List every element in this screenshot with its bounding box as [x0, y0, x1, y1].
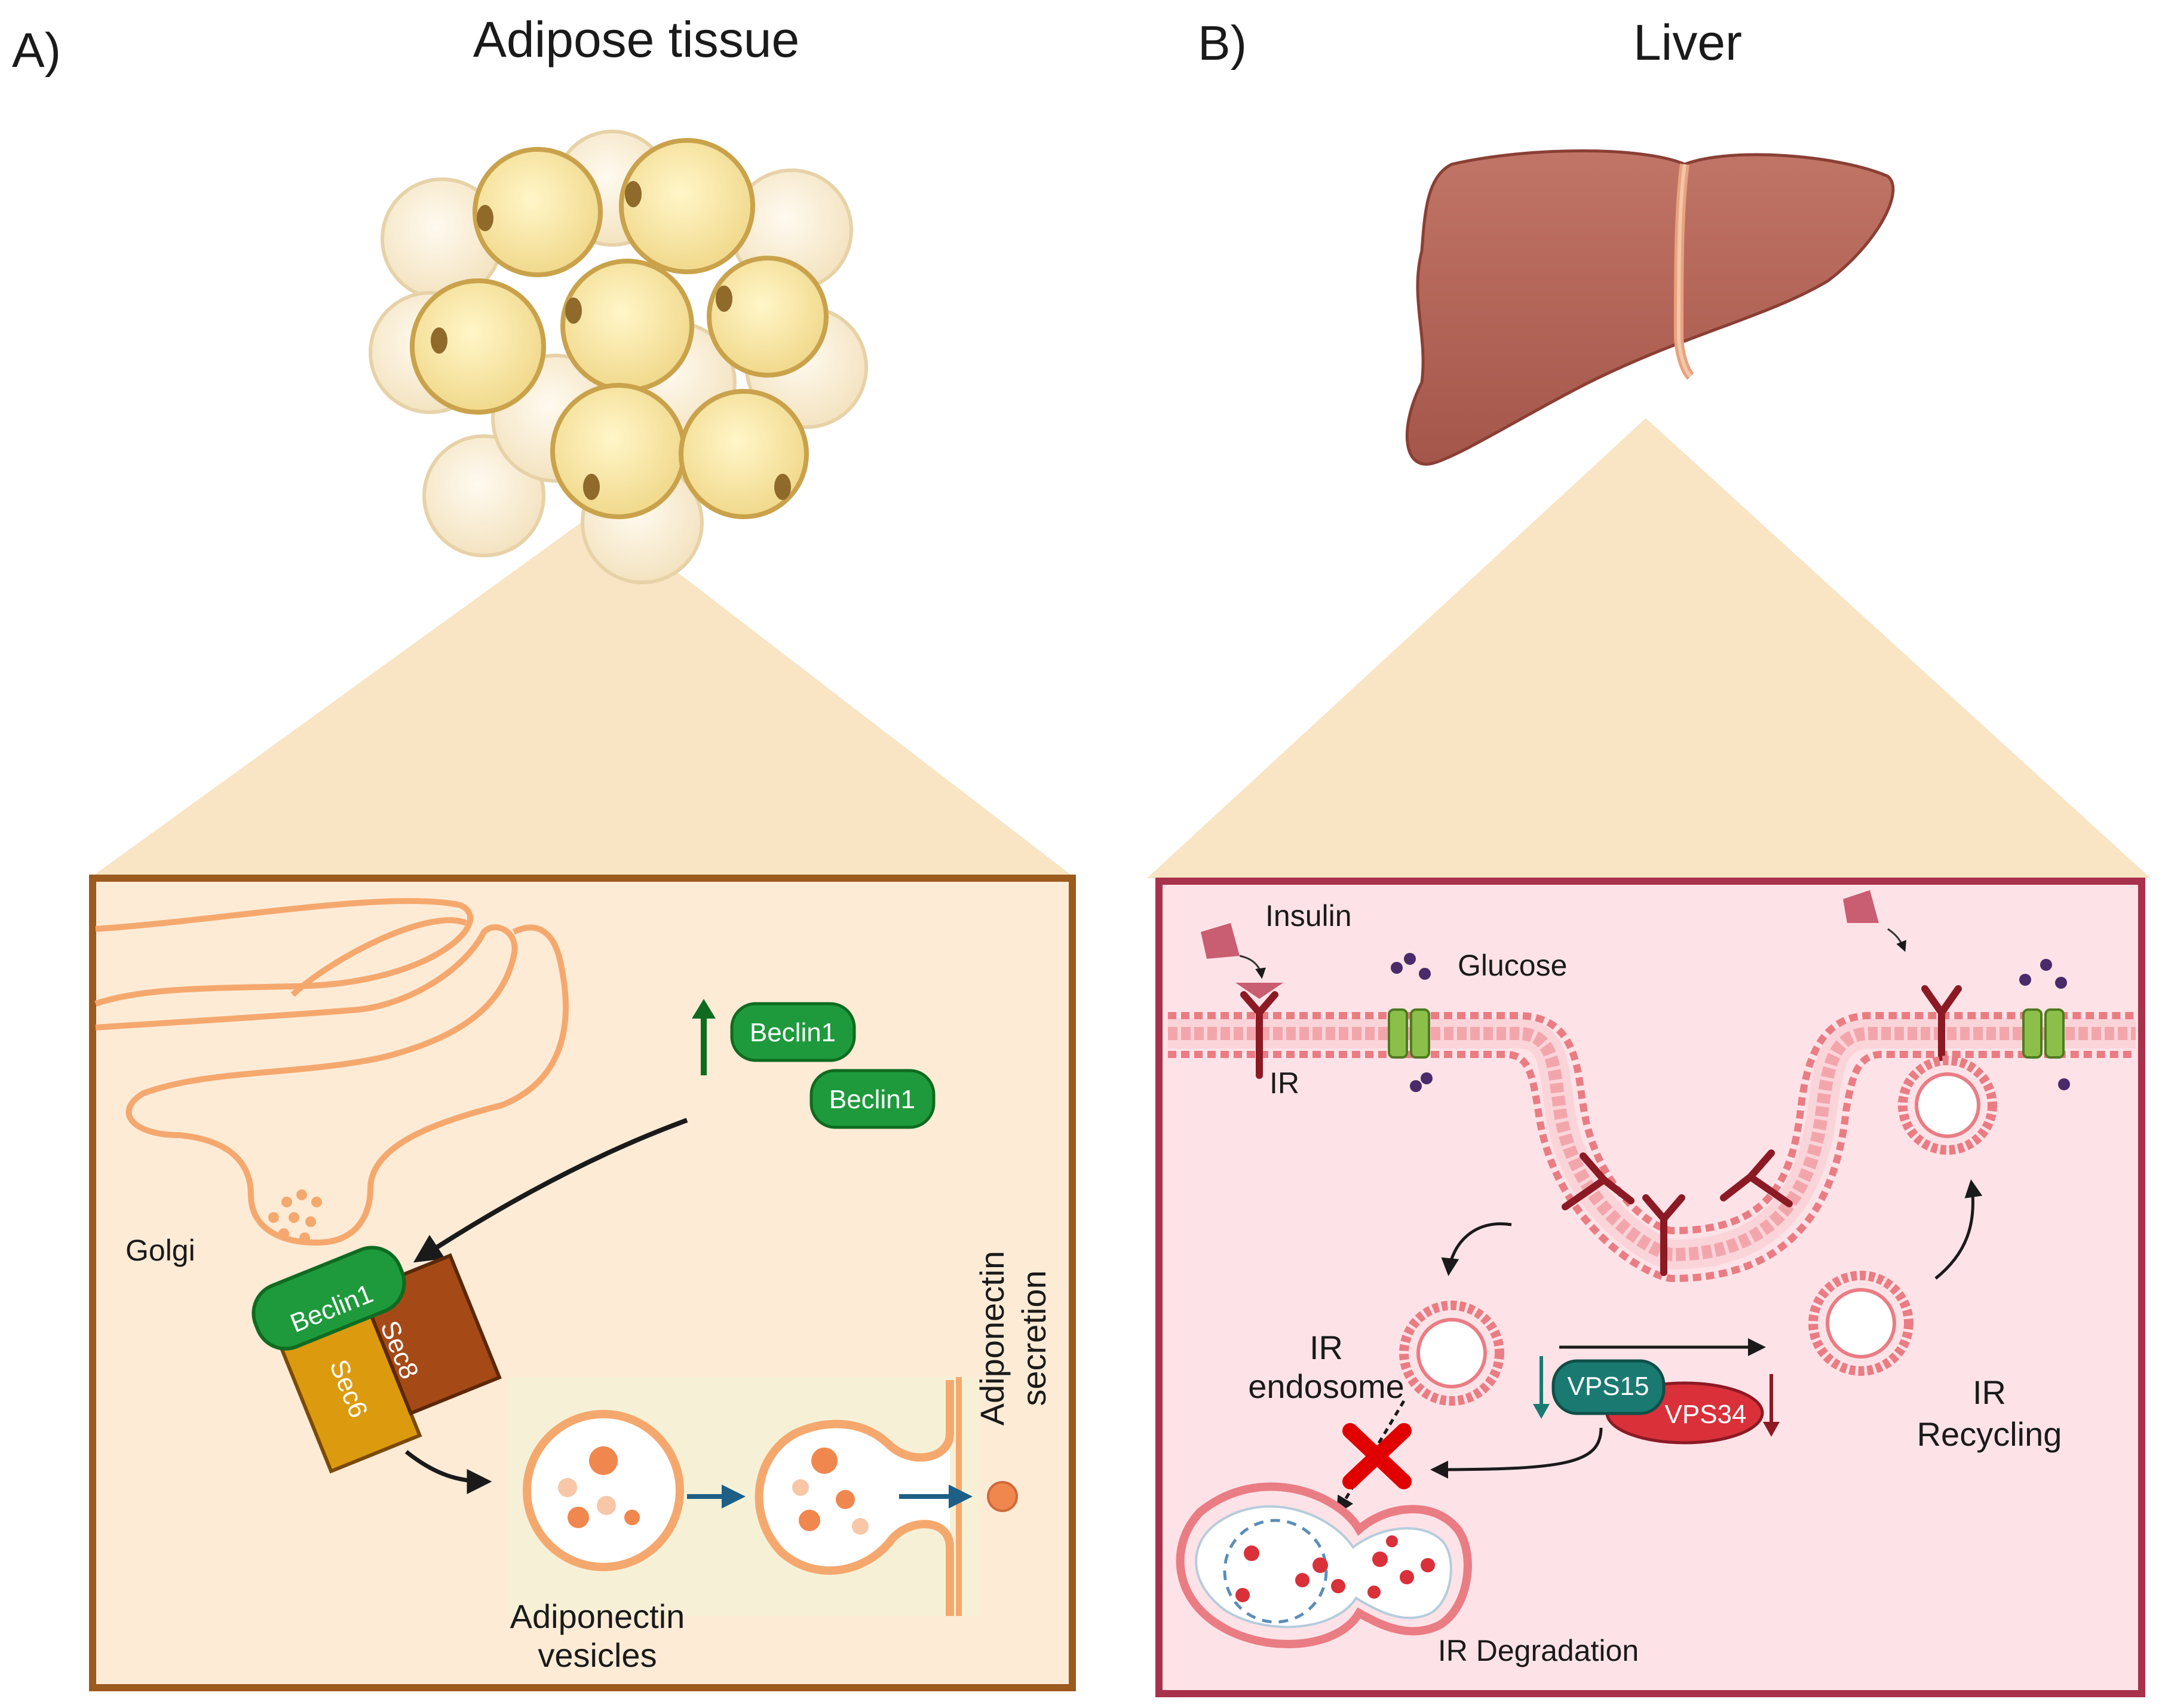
liver-icon	[1405, 149, 1895, 466]
ir-endosome-label-line2: endosome	[1248, 1367, 1404, 1405]
ir-endosome-icon	[1399, 1301, 1504, 1406]
adiponectin-vesicle	[523, 1410, 684, 1571]
glucose-molecules-right	[2019, 959, 2070, 1090]
glucose-transporter-left-icon	[1388, 1008, 1430, 1059]
recycling-arrow	[1934, 1179, 1983, 1280]
insulin-arrow	[1239, 955, 1266, 979]
zoom-cone-a	[90, 511, 1075, 878]
complex-to-vesicle-arrow	[404, 1450, 492, 1494]
glucose-transporter-right-icon	[2022, 1008, 2065, 1059]
vps15-down-arrowhead	[1533, 1404, 1550, 1419]
insulin-bound-icon	[1235, 983, 1283, 999]
ir-receptors-invagination	[1562, 1149, 1793, 1276]
vps15-pill	[1551, 1359, 1666, 1415]
golgi-apparatus	[94, 898, 569, 1246]
beclin-to-complex-arrow	[413, 1118, 688, 1263]
glucose-molecules-left	[1391, 953, 1433, 1092]
membrane-to-endosome-arrow	[1441, 1222, 1512, 1276]
ir-receptor-left-icon	[1240, 991, 1278, 1079]
ir-degradation-label: IR Degradation	[1438, 1634, 1639, 1667]
adipose-cluster-icon	[369, 130, 868, 584]
panel-a-letter: A)	[12, 23, 61, 78]
ir-recycling-label-line1: IR	[1973, 1373, 2006, 1411]
secretion-label-line2: secretion	[1015, 1270, 1053, 1406]
beclin1-complex-pill	[252, 1246, 406, 1351]
insulin-icon-right	[1843, 890, 1879, 923]
insulin-label: Insulin	[1265, 899, 1352, 933]
vps34-down-arrowhead	[1763, 1422, 1780, 1437]
panel-a: A) Adipose tissue	[12, 11, 1076, 1691]
vesicles-label-line2: vesicles	[538, 1636, 657, 1674]
insulin-arrow-right	[1887, 928, 1907, 952]
vesicle-cargo	[558, 1446, 640, 1528]
beclin1-pill-top	[730, 1002, 856, 1062]
ir-endosome-label-line1: IR	[1310, 1329, 1343, 1366]
panel-b-letter: B)	[1198, 16, 1247, 70]
recycling-vesicle-icon	[1808, 1271, 1913, 1376]
ir-recycling-label-line2: Recycling	[1917, 1415, 2062, 1453]
panel-a-title: Adipose tissue	[473, 11, 799, 68]
zoom-cone-b	[1147, 418, 2151, 878]
inhibition-x-icon	[1342, 1423, 1412, 1489]
glucose-label: Glucose	[1458, 949, 1567, 982]
beclin1-pill-top-label: Beclin1	[750, 1018, 836, 1047]
budding-vesicle-right	[1898, 1056, 1997, 1155]
ir-receptor-right-icon	[1921, 985, 1962, 1073]
insulin-icon	[1201, 923, 1240, 959]
secreted-adiponectin	[987, 1481, 1018, 1512]
cell-membrane-b	[1168, 1012, 2136, 1283]
vps34-label: VPS34	[1665, 1400, 1747, 1429]
exocyst-complex	[252, 1246, 502, 1474]
beclin1-pill-second	[809, 1069, 936, 1129]
beclin1-pill-second-label: Beclin1	[829, 1085, 915, 1114]
panel-b: B) Liver Insulin IR	[1147, 14, 2151, 1697]
panel-b-title: Liver	[1633, 14, 1742, 70]
golgi-label: Golgi	[125, 1234, 195, 1267]
degraded-receptor-fragments	[1235, 1535, 1435, 1602]
vps-to-degradation-arrow	[1430, 1427, 1603, 1479]
vps15-label: VPS15	[1568, 1372, 1649, 1401]
secretion-label-line1: Adiponectin	[973, 1251, 1011, 1426]
vesicles-label-line1: Adiponectin	[510, 1597, 685, 1635]
golgi-vesicle-dots	[268, 1189, 322, 1243]
fusing-cargo	[792, 1448, 869, 1535]
up-arrow-head	[692, 999, 716, 1019]
ir-label: IR	[1269, 1066, 1299, 1100]
